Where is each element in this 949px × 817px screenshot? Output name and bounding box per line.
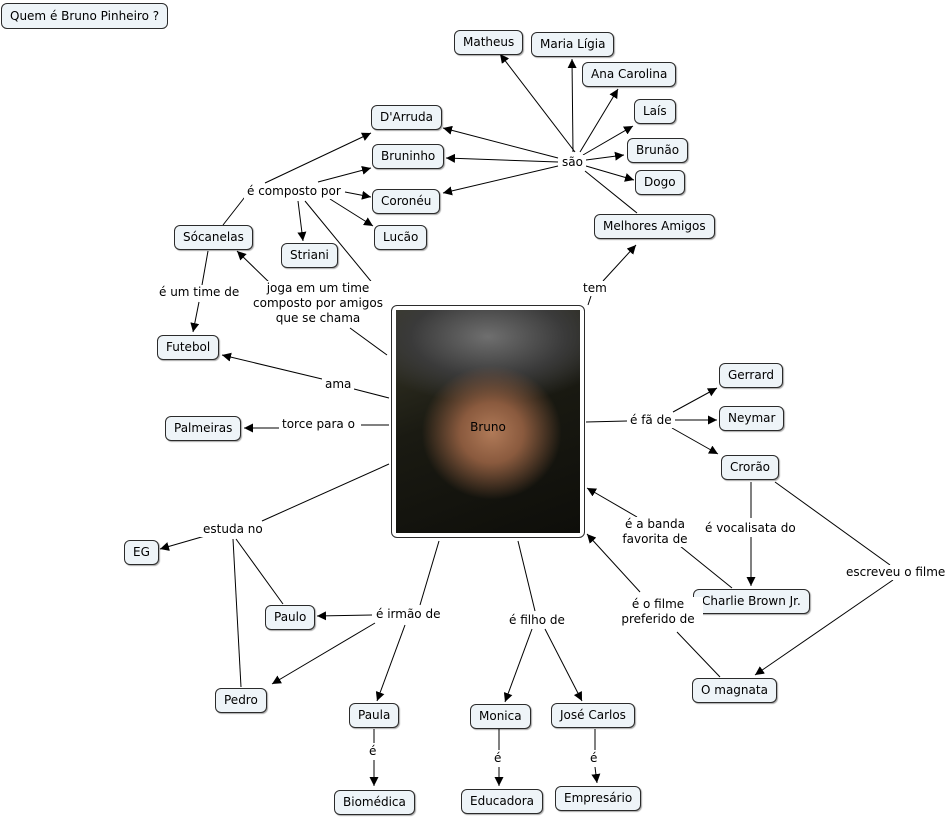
node-darruda[interactable]: D'Arruda	[371, 105, 442, 130]
node-educadora[interactable]: Educadora	[461, 789, 544, 814]
node-lais[interactable]: Laís	[634, 99, 676, 124]
node-palmeiras[interactable]: Palmeiras	[165, 416, 242, 441]
node-gerrard[interactable]: Gerrard	[719, 363, 784, 388]
node-maria-ligia[interactable]: Maria Lígia	[531, 32, 615, 57]
link-joga: joga em um time composto por amigos que …	[247, 281, 389, 326]
link-filme: é o filme preferido de	[613, 597, 703, 627]
node-brunao[interactable]: Brunão	[627, 138, 689, 163]
link-e-jose: é	[587, 751, 601, 766]
node-eg[interactable]: EG	[124, 540, 159, 565]
link-escreveu: escreveu o filme	[843, 565, 949, 580]
node-pedro[interactable]: Pedro	[215, 688, 267, 713]
node-futebol[interactable]: Futebol	[157, 335, 220, 360]
node-melhores-amigos[interactable]: Melhores Amigos	[594, 214, 715, 239]
node-paula[interactable]: Paula	[349, 703, 400, 728]
link-estuda: estuda no	[200, 522, 266, 537]
link-irmao: é irmão de	[373, 607, 444, 622]
link-vocalista: é vocalisata do	[702, 521, 799, 536]
node-o-magnata[interactable]: O magnata	[692, 678, 777, 703]
map-title[interactable]: Quem é Bruno Pinheiro ?	[1, 3, 169, 29]
link-torce: torce para o	[279, 417, 358, 432]
bruno-photo: Bruno	[396, 310, 580, 533]
link-time-de: é um time de	[156, 285, 243, 300]
node-ana-carolina[interactable]: Ana Carolina	[582, 62, 677, 87]
node-matheus[interactable]: Matheus	[454, 30, 524, 55]
node-jose-carlos[interactable]: José Carlos	[551, 703, 635, 728]
node-socanelas[interactable]: Sócanelas	[174, 225, 253, 250]
center-photo-node[interactable]: Bruno	[391, 305, 585, 538]
link-tem: tem	[580, 281, 610, 296]
node-lucao[interactable]: Lucão	[374, 225, 428, 250]
node-paulo[interactable]: Paulo	[265, 605, 316, 630]
node-empresario[interactable]: Empresário	[555, 786, 642, 811]
link-filho: é filho de	[506, 613, 568, 628]
center-label: Bruno	[470, 420, 506, 434]
node-striani[interactable]: Striani	[281, 243, 338, 268]
link-ama: ama	[322, 377, 355, 392]
node-neymar[interactable]: Neymar	[719, 406, 785, 431]
node-bruninho[interactable]: Bruninho	[372, 144, 445, 169]
node-biomedica[interactable]: Biomédica	[334, 790, 415, 815]
link-composto: é composto por	[244, 184, 344, 199]
node-charlie-brown[interactable]: Charlie Brown Jr.	[693, 589, 810, 614]
node-monica[interactable]: Monica	[470, 704, 531, 729]
link-fa-de: é fã de	[627, 413, 675, 428]
node-coroneu[interactable]: Coronéu	[372, 189, 441, 214]
node-dogo[interactable]: Dogo	[635, 170, 685, 195]
link-e-monica: é	[491, 751, 505, 766]
node-crorao[interactable]: Crorão	[721, 455, 780, 480]
link-e-paula: é	[366, 744, 380, 759]
link-banda: é a banda favorita de	[610, 517, 700, 547]
link-sao: são	[559, 155, 586, 170]
